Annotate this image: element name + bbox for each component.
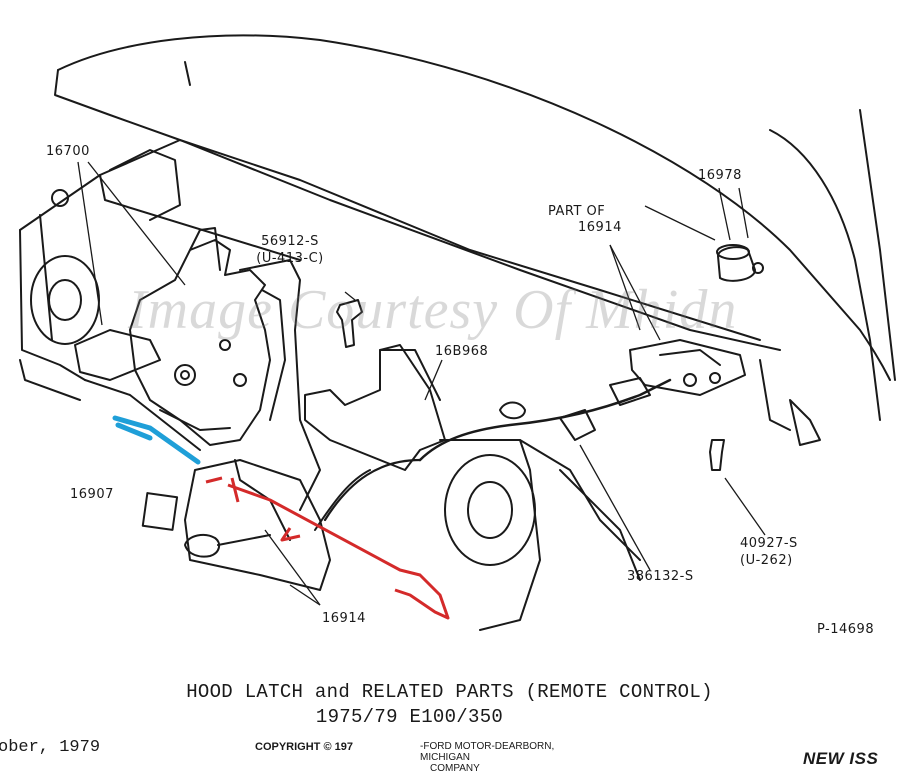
- label-part-of: PART OF: [548, 204, 606, 219]
- remote-release-handle: [629, 339, 746, 396]
- left-headlamp-bucket: [30, 255, 100, 345]
- label-part-of-16914: 16914: [578, 220, 622, 235]
- diagram-subtitle: 1975/79 E100/350: [315, 706, 504, 728]
- figure-number: P-14698: [817, 622, 875, 637]
- label-u413c: (U-413-C): [256, 251, 324, 266]
- label-16914-bottom: 16914: [322, 611, 366, 626]
- bolt-56912-s: [336, 299, 363, 348]
- footer-new-issue: NEW ISS: [803, 749, 879, 768]
- label-16907: 16907: [70, 487, 114, 502]
- watermark-text: Image Courtesy Of Mhidn: [128, 279, 738, 341]
- clip-16907: [141, 492, 179, 531]
- screw-40927-s: [709, 439, 725, 471]
- cable-clip: [559, 409, 596, 441]
- label-56912-s: 56912-S: [261, 234, 319, 249]
- blue-highlight: [112, 415, 201, 465]
- bracket-16b968: [304, 344, 446, 471]
- hood-bracket-16700: [74, 329, 161, 381]
- hood-bumper-16978: [717, 246, 756, 282]
- right-headlamp-bucket: [444, 454, 536, 566]
- footer-company-line2: COMPANY: [430, 763, 480, 774]
- red-highlight: [205, 476, 450, 620]
- diagram-title: HOOD LATCH and RELATED PARTS (REMOTE CON…: [186, 681, 713, 703]
- footer-copyright: COPYRIGHT © 197: [255, 741, 353, 753]
- footer-company: -FORD MOTOR-DEARBORN, MICHIGAN COMPANY: [420, 741, 600, 774]
- hood-panel: [57, 34, 891, 381]
- latch-support-plate: [239, 259, 321, 511]
- footer-company-line1: -FORD MOTOR-DEARBORN, MICHIGAN: [420, 741, 555, 763]
- footer-date: ober, 1979: [0, 738, 101, 757]
- label-u262: (U-262): [740, 553, 793, 568]
- release-cable: [418, 378, 672, 462]
- label-386132-s: 386132-S: [627, 569, 694, 584]
- cable-loop-end: [184, 533, 221, 558]
- label-16700: 16700: [46, 144, 90, 159]
- latch-cable-plate: [184, 459, 331, 591]
- label-16b968: 16B968: [435, 344, 489, 359]
- label-16978: 16978: [698, 168, 742, 183]
- label-40927-s: 40927-S: [740, 536, 798, 551]
